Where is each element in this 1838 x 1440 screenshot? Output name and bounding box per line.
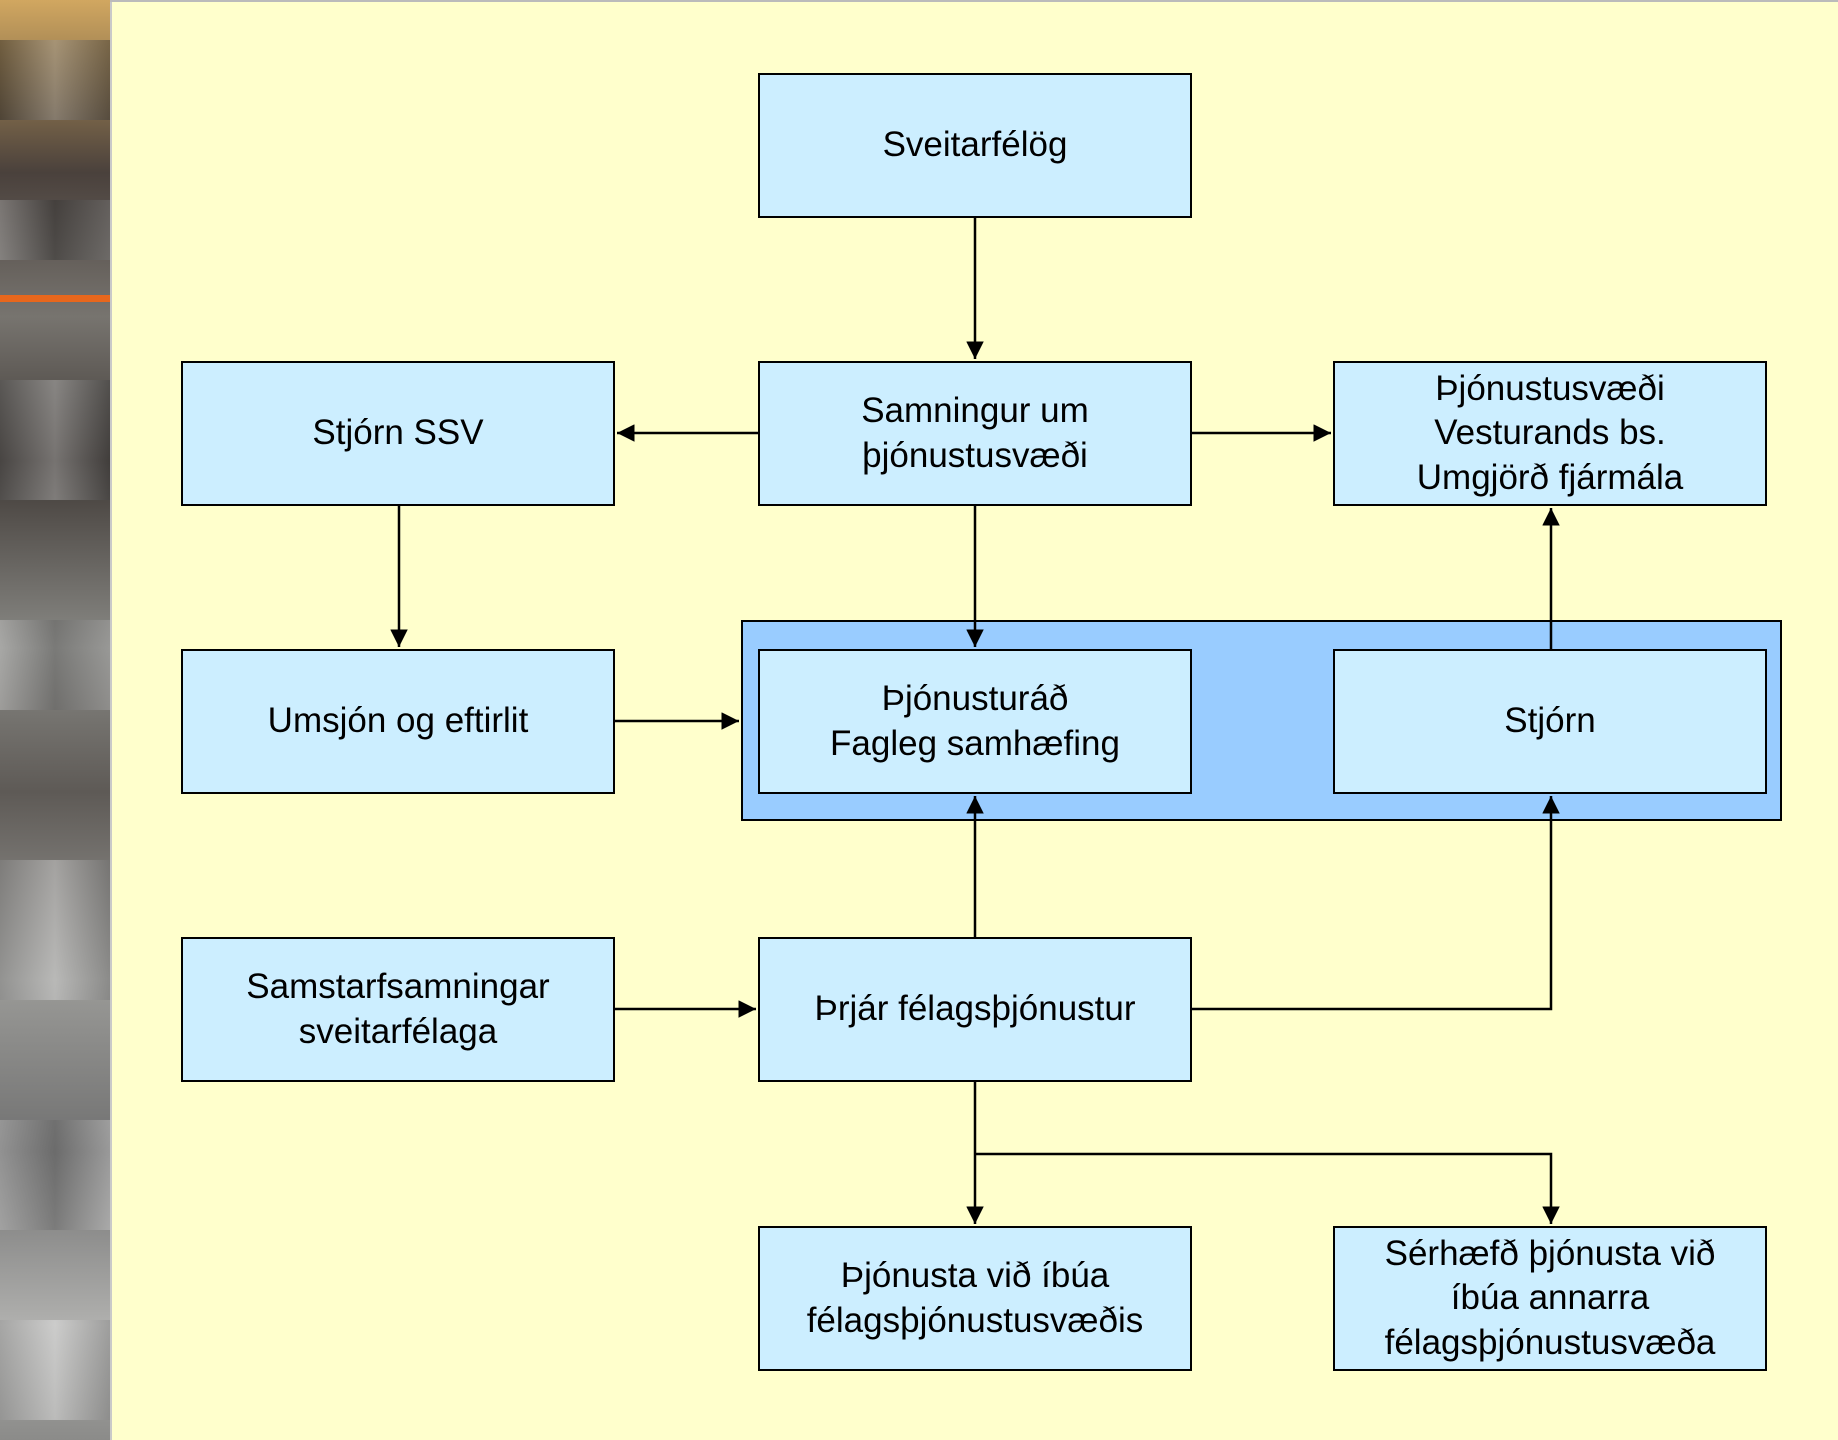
box-umsjon-og-eftirlit: Umsjón og eftirlit bbox=[181, 649, 615, 794]
box-thrjar-felagsthjonustur: Þrjár félagsþjónustur bbox=[758, 937, 1192, 1082]
box-thjonusta-vid-ibua: Þjónusta við íbúa félagsþjónustusvæðis bbox=[758, 1226, 1192, 1371]
box-thjonusturad: Þjónusturáð Fagleg samhæfing bbox=[758, 649, 1192, 794]
top-border bbox=[110, 0, 1838, 2]
box-thjonustusvaedi-vesturlands: Þjónustusvæði Vesturands bs. Umgjörð fjá… bbox=[1333, 361, 1767, 506]
accent-bar bbox=[0, 295, 110, 302]
arrow-thrjar-to-stjorn bbox=[1192, 796, 1560, 1011]
box-sveitarfelog: Sveitarfélög bbox=[758, 73, 1192, 218]
arrow-thrjar-to-serhaefd bbox=[975, 1152, 1560, 1224]
box-samningur: Samningur um þjónustusvæði bbox=[758, 361, 1192, 506]
box-stjorn-ssv: Stjórn SSV bbox=[181, 361, 615, 506]
decorative-rock-photo bbox=[0, 0, 112, 1440]
box-samstarfssamningar: Samstarfsamningar sveitarfélaga bbox=[181, 937, 615, 1082]
box-serhaefd-thjonusta: Sérhæfð þjónusta við íbúa annarra félags… bbox=[1333, 1226, 1767, 1371]
box-stjorn: Stjórn bbox=[1333, 649, 1767, 794]
